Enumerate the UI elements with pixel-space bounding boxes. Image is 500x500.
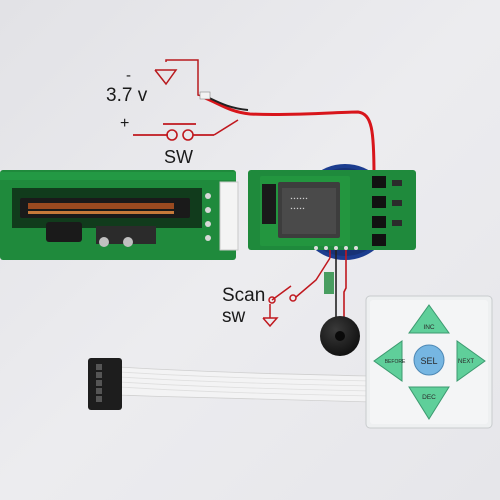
scanner-solder-1: [99, 237, 109, 247]
keypad-key-before[interactable]: BEFORE: [373, 340, 406, 382]
connector-pin-1: [96, 364, 102, 370]
ground-symbol-top: [154, 69, 178, 86]
ribbon-line-2: [119, 376, 373, 387]
next-label: NEXT: [458, 359, 474, 365]
battery-schematic: [133, 59, 239, 141]
header-pin-5: [314, 246, 318, 250]
buzzer-hole: [335, 331, 345, 341]
scan-contact-1: [268, 296, 276, 304]
header-pin-1: [354, 246, 358, 250]
keypad-key-inc[interactable]: INC: [408, 304, 450, 334]
inc-label: INC: [423, 324, 435, 331]
scanner-pad-1: [205, 193, 211, 199]
scan-switch-label: Scan: [222, 285, 266, 306]
resistor-1: [392, 180, 402, 186]
ribbon-line-3: [119, 381, 373, 392]
connector-pin-5: [96, 396, 102, 402]
connector-pin-2: [96, 372, 102, 378]
scanner-pad-2: [205, 207, 211, 213]
header-pin-2: [344, 246, 348, 250]
ribbon-line-1: [119, 371, 373, 382]
module-marking-2: ▪▪▪▪▪: [290, 206, 305, 212]
buzzer-lead-red: [343, 250, 347, 318]
ribbon-connector: [88, 358, 122, 410]
connector-pin-4: [96, 388, 102, 394]
scanner-lens-cap: [46, 222, 82, 242]
power-switch-label: SW: [164, 147, 193, 167]
buzzer-tab: [324, 272, 334, 294]
scanner-sensor-highlight: [28, 211, 174, 214]
connector-pin-3: [96, 380, 102, 386]
red-wire: [204, 96, 376, 177]
keypad-key-next[interactable]: NEXT: [456, 340, 486, 382]
keypad-key-sel[interactable]: SEL: [413, 344, 445, 376]
header-pin-4: [324, 246, 328, 250]
sel-label: SEL: [420, 356, 437, 366]
scanner-board: [0, 170, 239, 260]
esp32-shield: [282, 188, 336, 234]
scanner-pcb-tab: [219, 181, 239, 251]
ribbon-line-4: [119, 386, 373, 397]
scanner-chip: [96, 226, 156, 244]
next-arrow[interactable]: [456, 340, 486, 382]
main-board: ▪▪▪▪▪▪ ▪▪▪▪▪: [248, 170, 416, 250]
scanner-solder-2: [123, 237, 133, 247]
header-pin-3: [334, 246, 338, 250]
wire-tip: [199, 91, 211, 100]
scanner-pad-3: [205, 221, 211, 227]
before-arrow[interactable]: [373, 340, 403, 382]
scanner-pcb-edge: [0, 172, 236, 180]
dec-arrow[interactable]: [408, 386, 450, 420]
scan-switch-lever: [271, 285, 292, 301]
battery-plus-label: +: [120, 115, 130, 132]
module-marking-1: ▪▪▪▪▪▪: [290, 196, 308, 202]
before-label: BEFORE: [385, 359, 406, 365]
inc-arrow[interactable]: [408, 304, 450, 334]
battery-voltage-label: 3.7 v: [106, 85, 148, 106]
scan-switch-line: [295, 257, 331, 298]
dec-label: DEC: [422, 394, 436, 401]
power-wires: [199, 91, 376, 177]
scanner-sensor-strip: [28, 203, 174, 209]
transistor-2: [372, 196, 386, 208]
transistor-4: [372, 234, 386, 246]
switch-to-wire: [213, 119, 239, 136]
buzzer: [320, 250, 360, 356]
scan-ground-symbol: [262, 317, 279, 328]
scan-switch-sublabel: sw: [222, 306, 246, 327]
battery-minus-label: -: [126, 67, 131, 84]
resistor-3: [392, 220, 402, 226]
keypad-key-dec[interactable]: DEC: [408, 386, 450, 420]
ribbon-cable: [88, 358, 373, 410]
transistor-3: [372, 216, 386, 228]
scanner-pad-4: [205, 235, 211, 241]
usb-connector: [262, 184, 276, 224]
resistor-2: [392, 200, 402, 206]
transistor-1: [372, 176, 386, 188]
switch-contact-left: [166, 129, 178, 141]
membrane-keypad: INC BEFORE SEL NEXT DEC: [365, 295, 493, 429]
sel-button[interactable]: [413, 344, 445, 376]
scan-switch-schematic: [262, 250, 331, 328]
scan-contact-2: [289, 294, 297, 302]
